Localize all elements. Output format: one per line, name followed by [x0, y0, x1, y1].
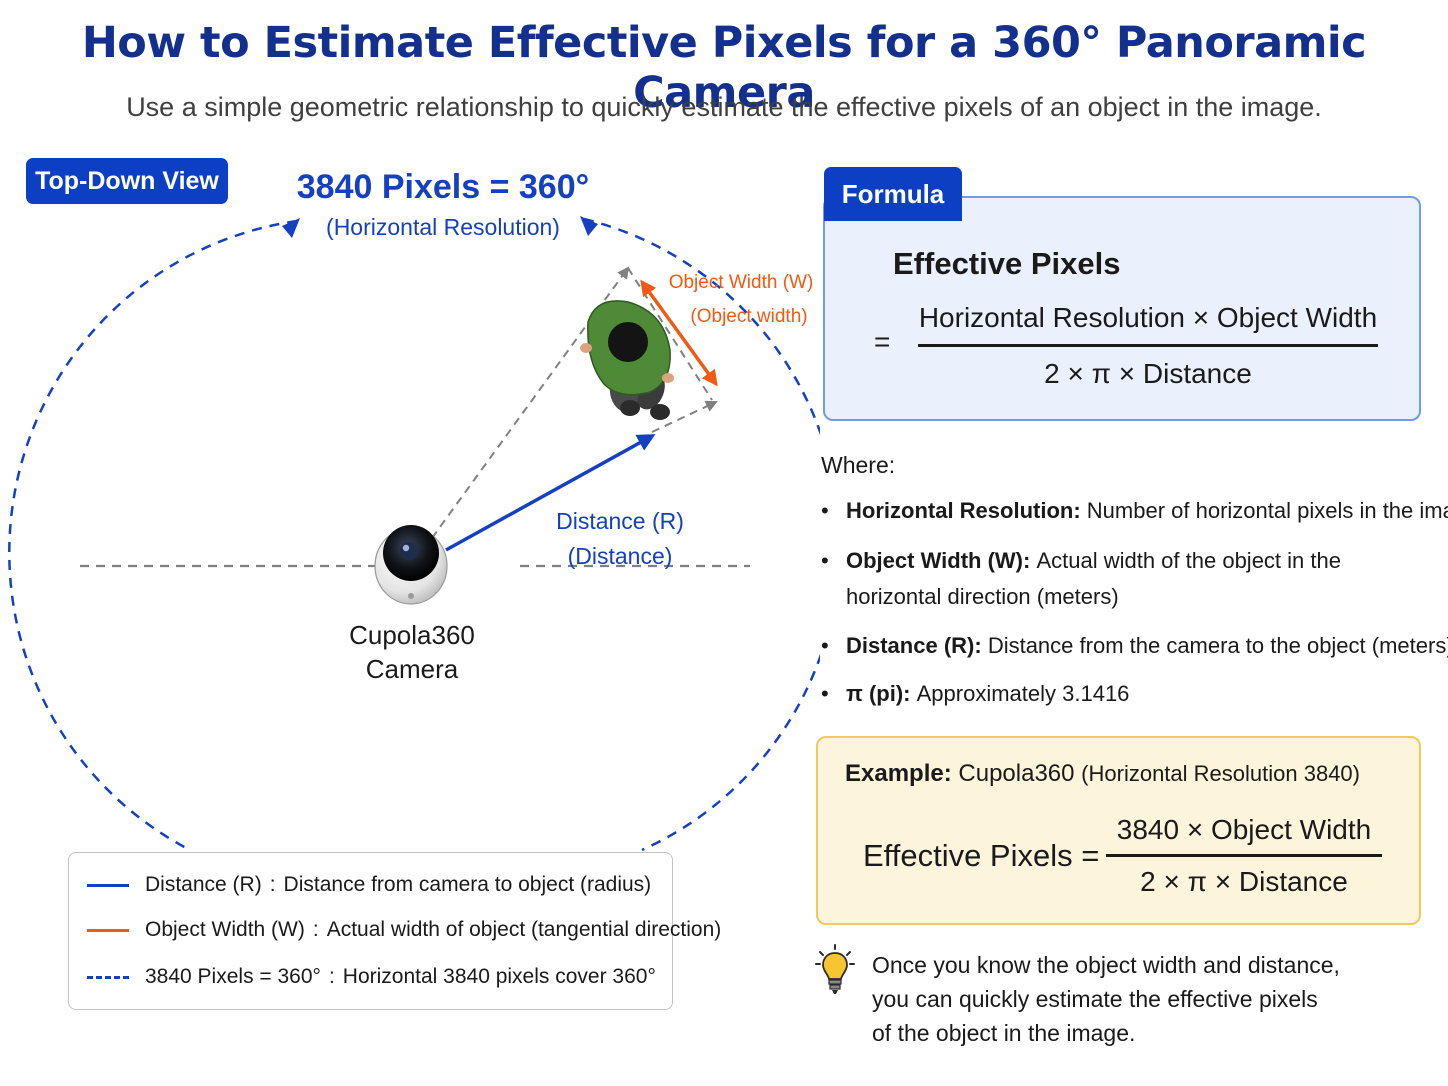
- page-title: How to Estimate Effective Pixels for a 3…: [81, 18, 1367, 118]
- where-desc: Approximately 3.1416: [916, 681, 1130, 706]
- where-term: Distance (R):: [846, 633, 982, 658]
- where-term: Object Width (W):: [846, 548, 1031, 573]
- example-denominator: 2 × π × Distance: [1140, 866, 1348, 897]
- legend-swatch-dashed-blue: [87, 975, 129, 979]
- bullet-dot: •: [821, 681, 829, 706]
- legend-desc: Horizontal 3840 pixels cover 360°: [342, 965, 656, 988]
- where-item-distance: • Distance (R): Distance from the camera …: [821, 633, 1448, 659]
- formula-denominator: 2 × π × Distance: [1044, 358, 1252, 389]
- distance-label: Distance (R): [556, 508, 684, 534]
- bullet-dot: •: [821, 633, 829, 658]
- bullet-dot: •: [821, 548, 829, 573]
- example-camera: Cupola360: [958, 760, 1075, 787]
- where-desc-continuation: horizontal direction (meters): [846, 584, 1119, 609]
- distance-sublabel: (Distance): [567, 543, 673, 569]
- where-term: Horizontal Resolution:: [846, 498, 1081, 523]
- legend-separator: :: [269, 873, 276, 896]
- where-term: π (pi):: [846, 681, 911, 706]
- legend-desc: Distance from camera to object (radius): [283, 873, 652, 896]
- tip-line-2: you can quickly estimate the effective p…: [872, 986, 1318, 1012]
- legend-swatch-solid-orange: [87, 928, 129, 932]
- example-title: Example: Cupola360 (Horizontal Resolutio…: [845, 760, 1360, 788]
- legend-item-object-width: Object Width (W) : Actual width of objec…: [87, 918, 721, 942]
- formula-box: [823, 196, 1421, 421]
- legend-term: Object Width (W): [145, 918, 305, 941]
- example-numerator: 3840 × Object Width: [1116, 814, 1372, 845]
- legend-term: 3840 Pixels = 360°: [145, 965, 321, 988]
- resolution-sublabel: (Horizontal Resolution): [326, 214, 560, 240]
- coverage-arrowhead-right: [580, 216, 598, 236]
- example-label: Example:: [845, 760, 952, 787]
- coverage-circle-arc-left: [8, 219, 298, 852]
- where-desc: Number of horizontal pixels in the image: [1086, 498, 1448, 523]
- object-width-sublabel: (Object width): [690, 306, 808, 327]
- object-width-label: Object Width (W): [668, 272, 814, 293]
- where-heading: Where:: [821, 452, 896, 478]
- example-box: [816, 736, 1421, 925]
- tip-line-1: Once you know the object width and dista…: [872, 952, 1340, 978]
- example-lhs: Effective Pixels =: [863, 838, 1100, 873]
- tip-line-3: of the object in the image.: [872, 1020, 1136, 1046]
- camera-label-line1: Cupola360: [349, 620, 475, 650]
- lightbulb-icon: [815, 944, 855, 994]
- legend-item-distance: Distance (R) : Distance from camera to o…: [87, 873, 651, 897]
- where-item-resolution: • Horizontal Resolution: Number of horizo…: [821, 498, 1448, 524]
- where-item-object-width: • Object Width (W): Actual width of the o…: [821, 548, 1341, 574]
- example-note: (Horizontal Resolution 3840): [1081, 761, 1360, 786]
- formula-fraction-bar: [918, 344, 1378, 347]
- camera-icon: [374, 525, 448, 605]
- coverage-arrowhead-left: [282, 218, 300, 238]
- top-down-view-tag: Top-Down View: [26, 158, 228, 204]
- coverage-circle-arc-right: [583, 217, 820, 852]
- bullet-dot: •: [821, 498, 829, 523]
- where-desc: Actual width of the object in the: [1036, 548, 1341, 573]
- formula-title: Effective Pixels: [893, 246, 1121, 281]
- formula-equals: =: [874, 326, 891, 357]
- top-down-diagram: [8, 216, 820, 852]
- where-item-pi: • π (pi): Approximately 3.1416: [821, 681, 1129, 707]
- legend-desc: Actual width of object (tangential direc…: [326, 918, 722, 941]
- legend-item-resolution: 3840 Pixels = 360° : Horizontal 3840 pix…: [87, 965, 656, 989]
- legend-term: Distance (R): [145, 873, 262, 896]
- legend: Distance (R) : Distance from camera to o…: [68, 852, 721, 1010]
- formula-tag: Formula: [824, 167, 962, 221]
- resolution-label: 3840 Pixels = 360°: [296, 168, 590, 206]
- object-width-arrow: [640, 279, 718, 387]
- where-desc: Distance from the camera to the object (…: [987, 633, 1448, 658]
- sight-line-lower: [651, 400, 718, 433]
- legend-separator: :: [312, 918, 319, 941]
- legend-separator: :: [328, 965, 335, 988]
- legend-swatch-solid-blue: [87, 883, 129, 887]
- example-fraction-bar: [1106, 854, 1382, 857]
- person-figure: [580, 300, 674, 420]
- page-subtitle: Use a simple geometric relationship to q…: [126, 92, 1322, 122]
- formula-numerator: Horizontal Resolution × Object Width: [918, 302, 1378, 333]
- camera-label-line2: Camera: [365, 654, 459, 684]
- distance-arrow: [445, 434, 656, 552]
